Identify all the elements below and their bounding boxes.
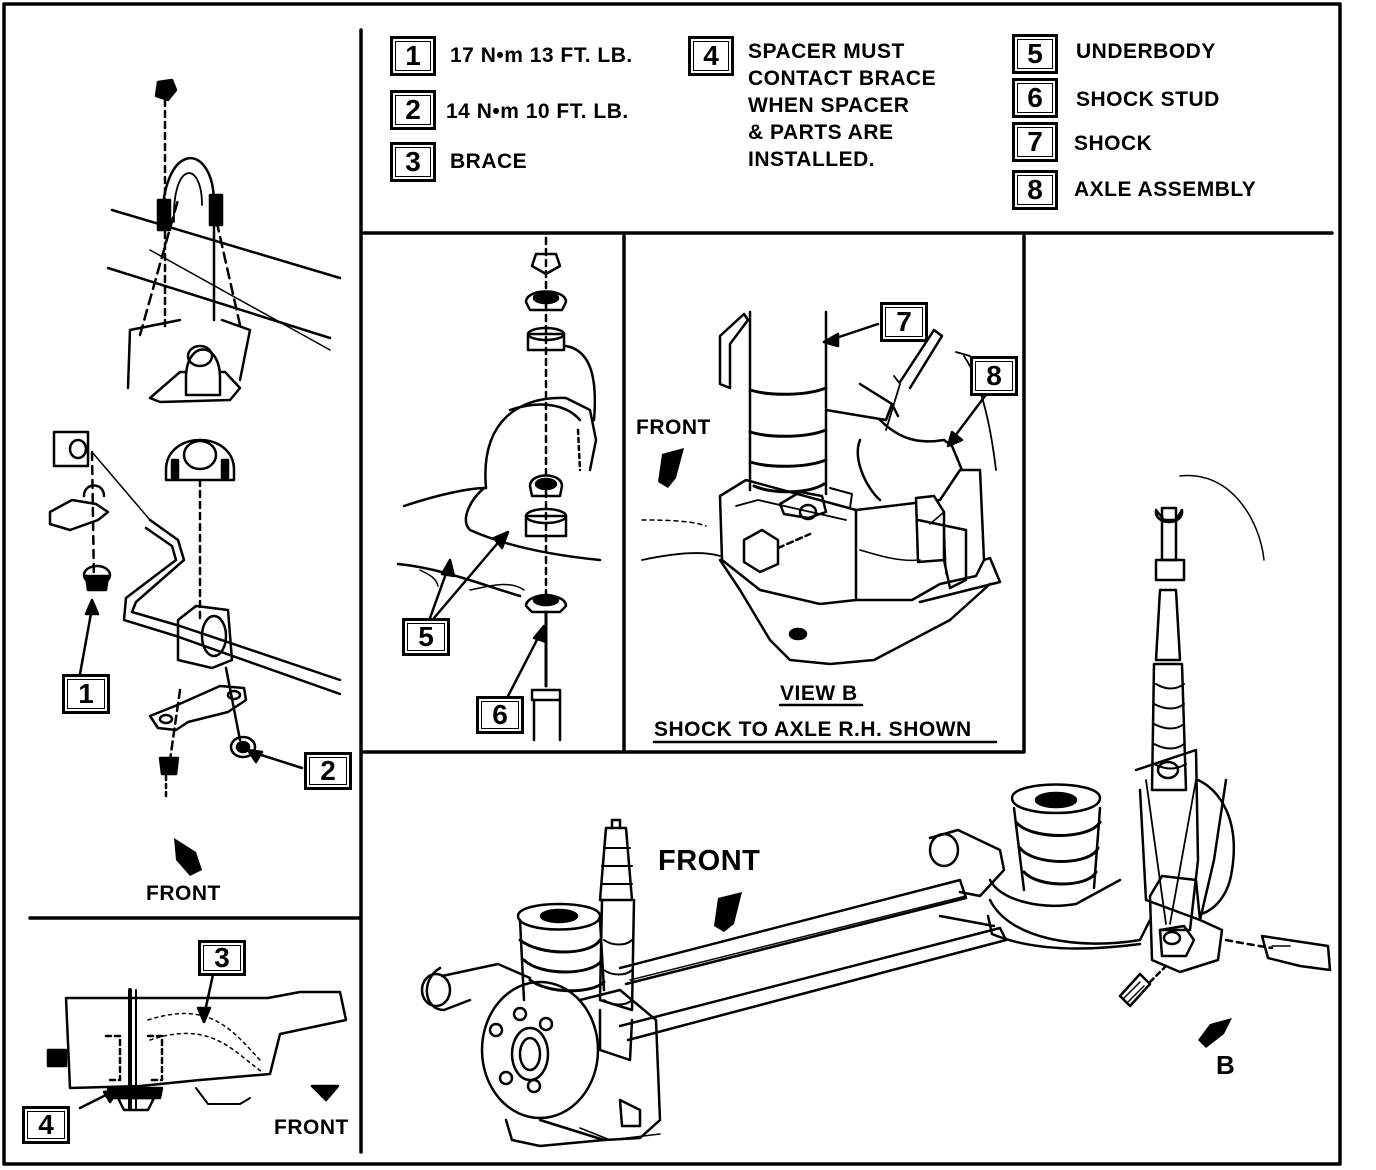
shock-mount-drawing — [396, 236, 602, 742]
view-b-marker: B — [1216, 1050, 1236, 1080]
callout-7: 7 — [880, 302, 928, 342]
view-b-underlines — [652, 703, 998, 744]
axle-assembly-drawing — [420, 474, 1332, 1148]
legend-text-4-line: & PARTS ARE — [748, 121, 894, 144]
panel-frames — [2, 2, 1342, 1166]
view-b-drawing — [641, 310, 1002, 666]
legend-text-2: 14 N•m 10 FT. LB. — [446, 100, 629, 123]
view-b-caption: SHOCK TO AXLE R.H. SHOWN — [654, 718, 972, 741]
leader-lines-mid — [428, 530, 548, 702]
callout-3: 3 — [198, 940, 246, 976]
leader-lines-view-b — [822, 322, 990, 448]
front-label-brace: FRONT — [274, 1116, 349, 1139]
legend-text-4-line: CONTACT BRACE — [748, 67, 937, 90]
legend-box-4: 4 — [688, 36, 734, 76]
legend-text-8: AXLE ASSEMBLY — [1074, 178, 1257, 201]
view-b-title: VIEW B — [780, 682, 858, 705]
callout-4: 4 — [22, 1106, 70, 1144]
stabilizer-bar-drawing — [48, 78, 342, 802]
legend-box-8: 8 — [1012, 170, 1058, 210]
view-b-direction-arrow-icon — [1198, 1018, 1232, 1048]
legend-box-5: 5 — [1012, 34, 1058, 74]
front-arrow-icon — [174, 838, 202, 876]
legend-box-1: 1 — [390, 36, 436, 76]
callout-1: 1 — [62, 674, 110, 714]
view-b-front-arrow-icon — [658, 448, 684, 488]
legend-text-4-line: INSTALLED. — [748, 148, 876, 171]
main-front-arrow-icon — [714, 892, 742, 932]
callout-2: 2 — [304, 752, 352, 790]
callout-8: 8 — [970, 356, 1018, 396]
legend-box-7: 7 — [1012, 122, 1058, 162]
front-label-view-b: FRONT — [636, 416, 711, 439]
legend-text-6: SHOCK STUD — [1076, 88, 1220, 111]
legend-text-3: BRACE — [450, 150, 528, 173]
legend-box-6: 6 — [1012, 78, 1058, 118]
legend-text-1: 17 N•m 13 FT. LB. — [450, 44, 633, 67]
leader-lines-left — [78, 598, 304, 770]
legend-text-4-line: WHEN SPACER — [748, 94, 910, 117]
callout-5: 5 — [402, 618, 450, 656]
front-label-axle: FRONT — [658, 845, 761, 877]
front-label-stabilizer: FRONT — [146, 882, 221, 905]
legend-text-5: UNDERBODY — [1076, 40, 1216, 63]
legend-text-4-line: SPACER MUST — [748, 40, 905, 63]
legend-box-3: 3 — [390, 142, 436, 182]
legend-box-2: 2 — [390, 90, 436, 130]
legend-text-7: SHOCK — [1074, 132, 1153, 155]
callout-6: 6 — [476, 696, 524, 734]
brace-drawing — [46, 968, 348, 1112]
legend-text-4: SPACER MUST CONTACT BRACE WHEN SPACER & … — [748, 38, 936, 173]
